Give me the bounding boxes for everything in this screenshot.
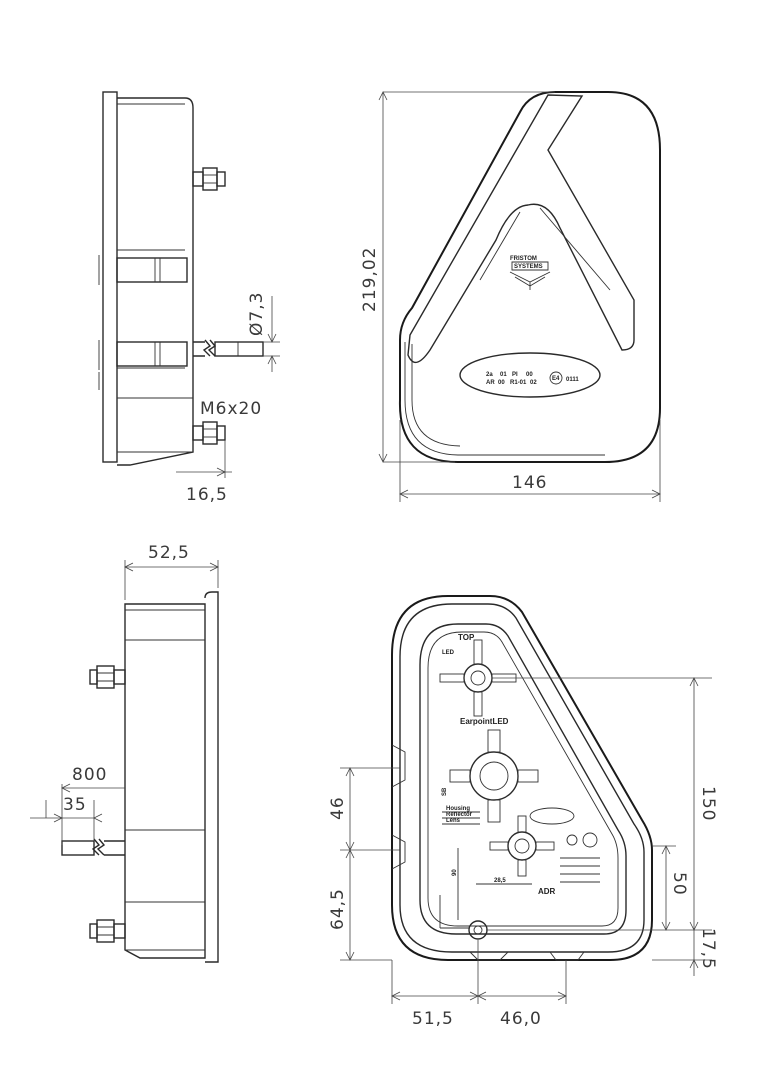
- dim-height: 219,02: [360, 247, 380, 312]
- label-l2c: R1-01: [510, 380, 527, 386]
- label-l2b: 00: [498, 380, 505, 386]
- dim-base-right: 46,0: [500, 1009, 542, 1029]
- back-mark: LED: [442, 650, 455, 656]
- label-l2a: AR: [486, 380, 495, 386]
- dim-cable-strip: 35: [63, 795, 87, 815]
- back-adr: ADR: [538, 887, 556, 896]
- dim-bottom-offset: 17,5: [698, 928, 718, 970]
- back-top-label: TOP: [458, 633, 475, 642]
- dim-cable-length: 800: [72, 765, 107, 785]
- label-l1a: 2a: [486, 372, 493, 378]
- label-l1b: 01: [500, 372, 507, 378]
- dim-mount-height: 64,5: [328, 888, 348, 930]
- back-reflector: Reflector: [446, 812, 473, 818]
- front-view: [378, 91, 661, 502]
- dim-lower-vertical: 50: [669, 872, 689, 896]
- label-approval: E4: [552, 376, 560, 382]
- label-l2d: 02: [530, 380, 537, 386]
- front-brand-sub: SYSTEMS: [514, 264, 543, 270]
- back-side-dim: 90: [452, 869, 458, 876]
- front-brand: FRISTOM: [510, 256, 537, 262]
- label-l1d: 00: [526, 372, 533, 378]
- back-housing: Housing: [446, 806, 470, 812]
- dim-mount-spacing: 46: [328, 796, 348, 820]
- back-inner-dim: 28,5: [494, 878, 506, 884]
- back-view: [340, 595, 712, 1004]
- dim-depth: 52,5: [148, 543, 190, 563]
- dim-bolt: M6x20: [200, 399, 262, 419]
- dim-bolt-offset: 16,5: [186, 485, 228, 505]
- dim-width: 146: [512, 473, 547, 493]
- back-model: EarpointLED: [460, 717, 509, 726]
- back-lens: Lens: [446, 818, 461, 824]
- back-side-dim2: SB: [442, 787, 448, 796]
- side-view-bottom: [30, 560, 219, 963]
- label-approval-no: 0111: [566, 377, 579, 383]
- dim-diameter: Ø7,3: [247, 292, 267, 336]
- dim-hole-vertical: 150: [698, 786, 718, 821]
- label-l1c: PI: [512, 372, 518, 378]
- side-view-top: [98, 91, 280, 478]
- dim-base-left: 51,5: [412, 1009, 454, 1029]
